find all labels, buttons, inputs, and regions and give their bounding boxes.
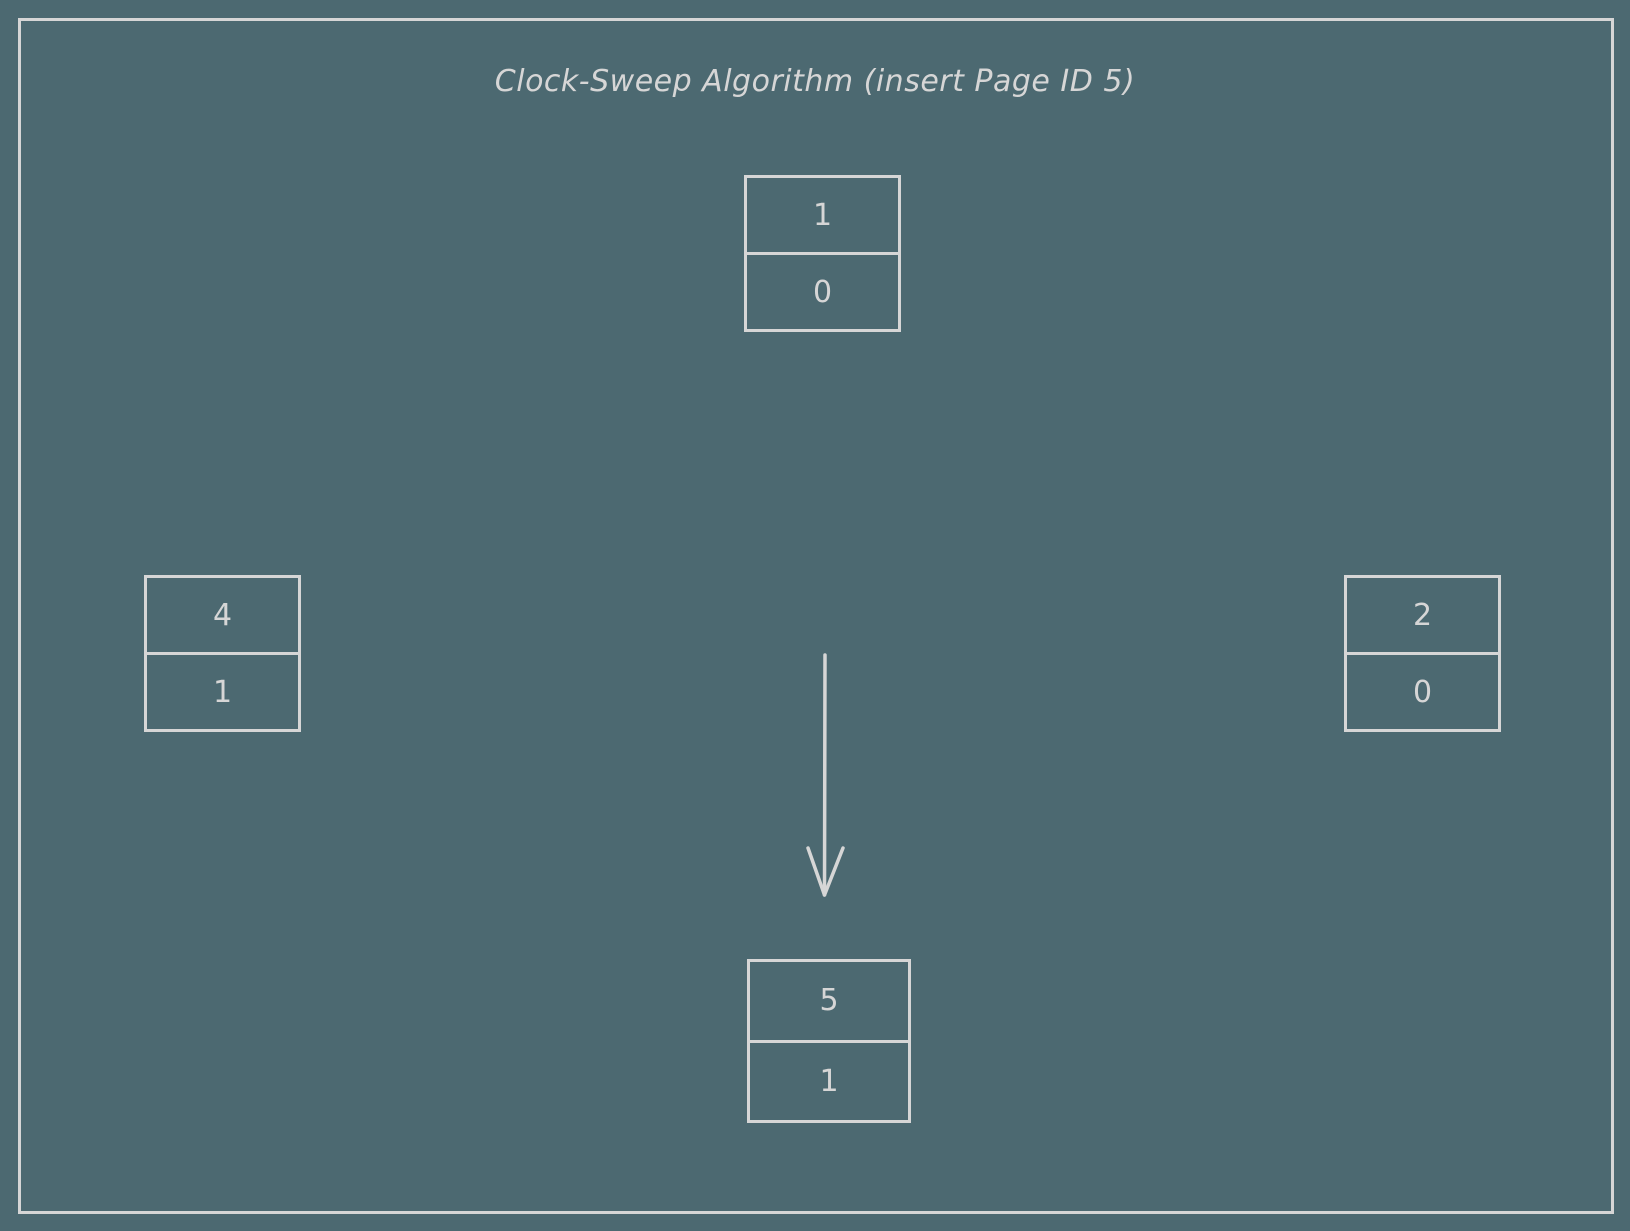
usage-count-cell: 0 [1412,674,1433,710]
usage-count-cell: 1 [212,674,233,710]
buffer-node-bottom: 5 1 [747,959,911,1123]
page-id-cell: 2 [1347,578,1498,655]
usage-count-cell: 0 [812,274,833,310]
page-id-cell: 1 [747,178,898,255]
usage-count-cell: 1 [819,1063,839,1099]
clock-hand-arrow-icon [806,653,845,897]
page-id-cell: 5 [750,962,908,1043]
buffer-node-top: 1 0 [744,175,901,332]
diagram-title: Clock-Sweep Algorithm (insert Page ID 5) [494,64,1136,99]
outer-frame [18,18,1614,1214]
page-id-cell: 4 [147,578,298,655]
buffer-node-left: 4 1 [144,575,301,732]
buffer-node-right: 2 0 [1344,575,1501,732]
